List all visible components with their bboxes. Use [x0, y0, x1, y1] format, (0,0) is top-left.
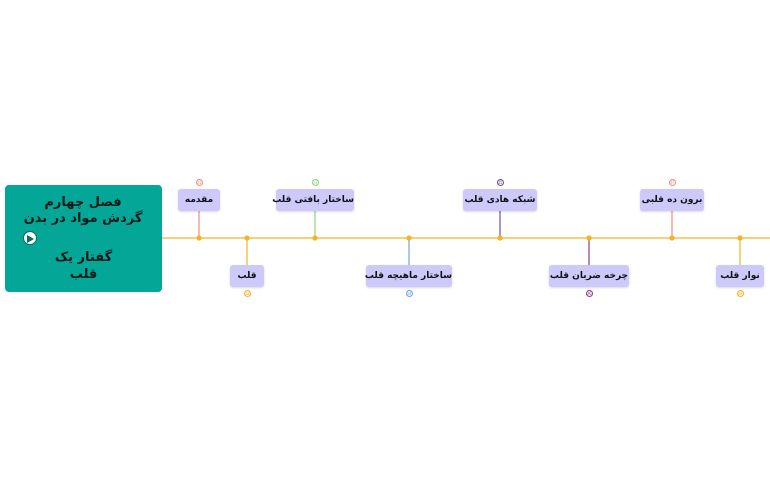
timeline-dot: [196, 235, 202, 241]
root-subtitle-line2: قلب: [69, 267, 98, 282]
topic-node[interactable]: چرخه ضربان قلب: [549, 265, 629, 287]
topic-node[interactable]: ساختار ماهیچه قلب: [364, 265, 452, 287]
topic-label: قلب: [237, 271, 257, 281]
topic-node[interactable]: مقدمه: [178, 189, 220, 211]
root-topic[interactable]: فصل چهارم گردش مواد در بدن گفتار یک قلب: [5, 185, 162, 292]
play-icon[interactable]: [23, 231, 37, 245]
timeline-dot: [669, 235, 675, 241]
timeline-dot: [737, 235, 743, 241]
topic-label: ساختار ماهیچه قلب: [364, 271, 452, 281]
root-subtitle-line1: گفتار یک: [54, 250, 113, 265]
timeline-dot: [497, 235, 503, 241]
topic-number-badge: 06: [585, 290, 593, 297]
topic-label: شبکه هادی قلب: [464, 195, 536, 205]
topic-label: نوار قلب: [720, 271, 760, 281]
topic-label: مقدمه: [184, 195, 214, 205]
timeline-dot: [312, 235, 318, 241]
topic-number-badge: 07: [668, 179, 676, 186]
topic-label: چرخه ضربان قلب: [549, 271, 629, 281]
topic-label: ساختار بافتی قلب: [272, 195, 354, 205]
topic-number-badge: 03: [311, 179, 319, 186]
timeline-dot: [406, 235, 412, 241]
topic-number-badge: 04: [405, 290, 413, 297]
topic-number-badge: 01: [195, 179, 203, 186]
topic-node[interactable]: برون ده قلبی: [640, 189, 704, 211]
root-title-line1: فصل چهارم: [44, 195, 122, 210]
topic-number-badge: 05: [496, 179, 504, 186]
root-title-line2: گردش مواد در بدن: [23, 211, 143, 226]
timeline-dot: [586, 235, 592, 241]
root-title: فصل چهارم گردش مواد در بدن: [18, 195, 148, 227]
topic-label: برون ده قلبی: [641, 195, 703, 205]
root-subtitle: گفتار یک قلب: [25, 249, 142, 283]
topic-node[interactable]: ساختار بافتی قلب: [272, 189, 354, 211]
topic-node[interactable]: قلب: [230, 265, 264, 287]
topic-node[interactable]: شبکه هادی قلب: [463, 189, 537, 211]
topic-node[interactable]: نوار قلب: [716, 265, 764, 287]
topic-number-badge: 08: [736, 290, 744, 297]
timeline-dot: [244, 235, 250, 241]
topic-number-badge: 02: [243, 290, 251, 297]
